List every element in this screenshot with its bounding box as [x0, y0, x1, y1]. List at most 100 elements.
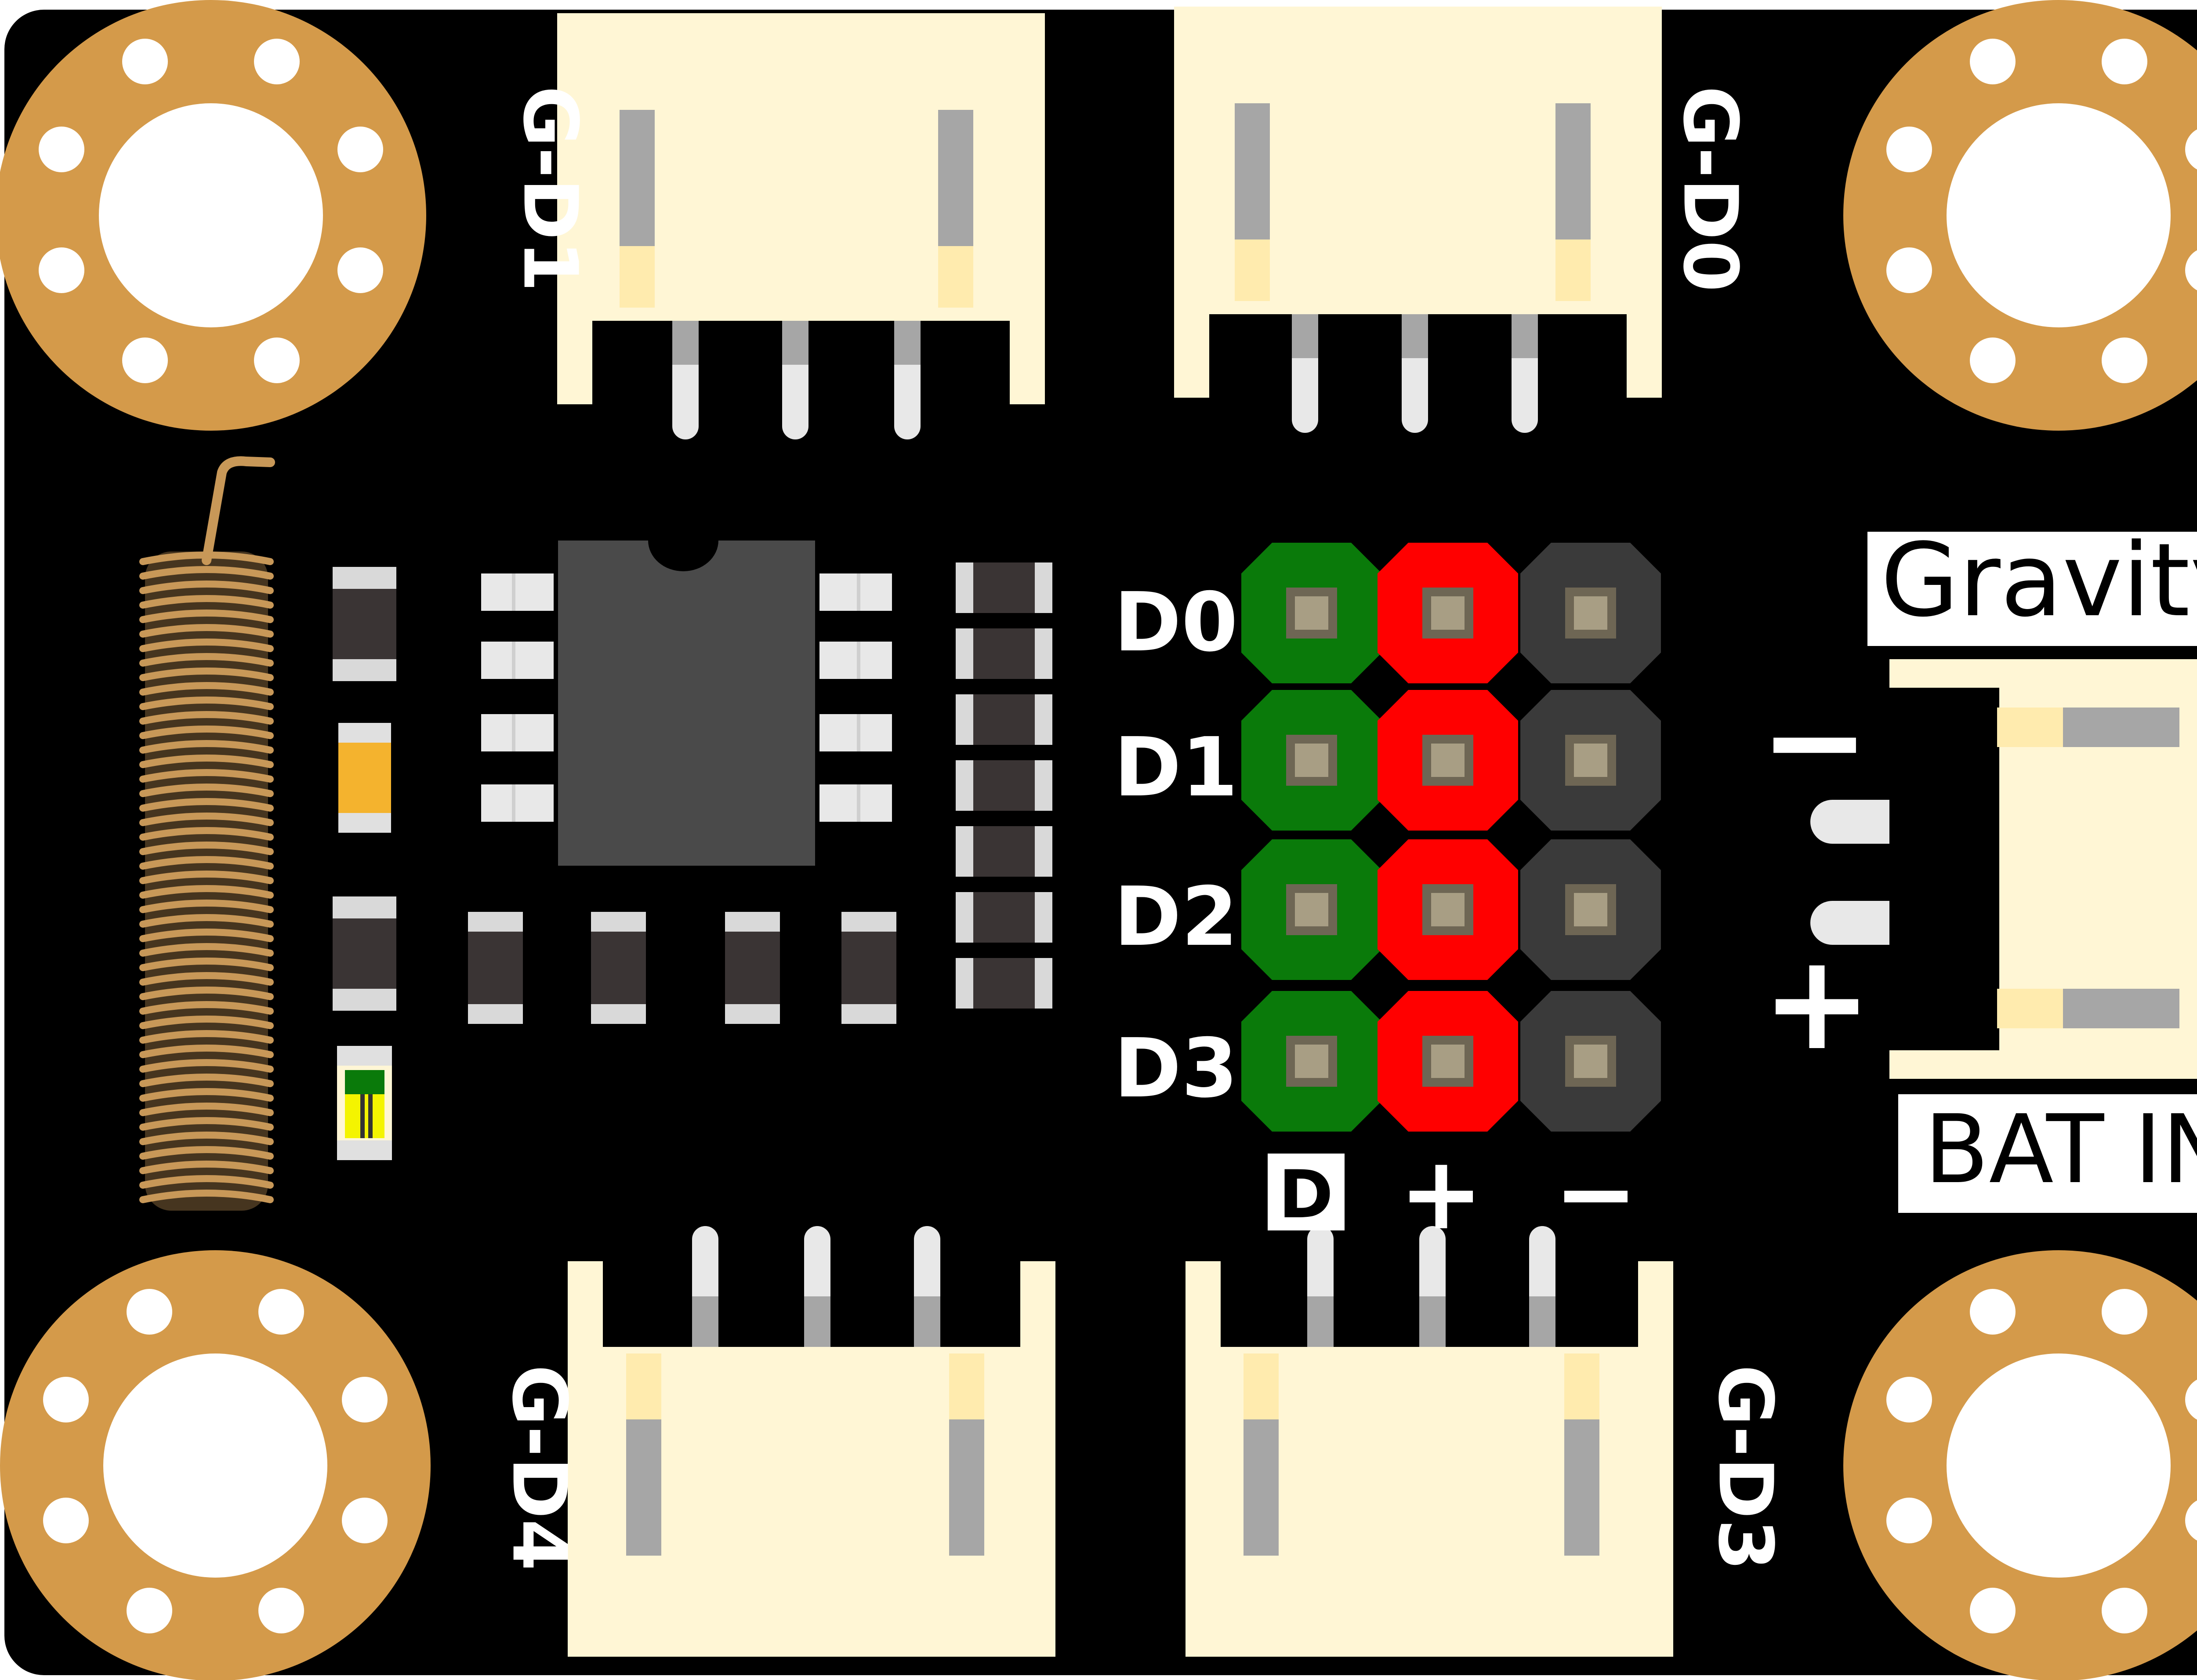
antenna-coil — [139, 1117, 274, 1131]
antenna-coil — [139, 726, 274, 739]
antenna-coil — [139, 813, 274, 826]
antenna-coil — [139, 1059, 274, 1073]
header-row-label-d1: D1 — [1114, 720, 1238, 815]
smd-resistor — [956, 562, 1052, 613]
mount-hole-bottom-right — [1843, 1250, 2197, 1680]
antenna-coil — [139, 1190, 274, 1203]
header-row-label-d3: D3 — [1114, 1021, 1238, 1116]
label-g-d0: G-D0 — [1667, 86, 1754, 292]
header-pin-power-d0 — [1378, 543, 1518, 683]
header-col-label-d: D — [1279, 1157, 1334, 1233]
connector-g-d1 — [557, 13, 1045, 439]
mount-hole-top-left — [0, 0, 426, 431]
label-g-d1: G-D1 — [507, 86, 594, 292]
antenna-coil — [139, 755, 274, 768]
antenna-coil — [139, 668, 274, 681]
mount-hole-bottom-left — [0, 1250, 431, 1680]
header-pin-power-d2 — [1378, 839, 1518, 980]
antenna-coil — [139, 581, 274, 594]
ic-chip — [481, 541, 892, 866]
antenna-coil — [139, 943, 274, 957]
antenna-coil — [139, 1001, 274, 1015]
header-pin-power-d3 — [1378, 991, 1518, 1132]
smd-resistor — [591, 912, 646, 1024]
smd-resistor — [956, 760, 1052, 811]
antenna-coil — [139, 682, 274, 696]
mount-hole-top-right — [1843, 0, 2197, 431]
antenna-coil — [139, 1161, 274, 1174]
connector-g-d4 — [568, 1226, 1055, 1657]
smd-capacitor-orange — [338, 723, 391, 833]
header-pin-signal-d0 — [1241, 543, 1382, 683]
header-pin-power-d1 — [1378, 690, 1518, 831]
smd-resistor — [841, 912, 896, 1024]
header-pin-signal-d2 — [1241, 839, 1382, 980]
smd-resistor-left-2 — [333, 896, 396, 1011]
spring-antenna — [139, 456, 275, 1211]
antenna-coil — [139, 653, 274, 667]
connector-g-d0 — [1174, 7, 1662, 433]
antenna-coil — [139, 697, 274, 710]
smd-resistor — [956, 628, 1052, 679]
header-pin-ground-d1 — [1520, 690, 1661, 831]
antenna-coil — [139, 1146, 274, 1160]
antenna-coil — [139, 1030, 274, 1044]
antenna-coil — [139, 1132, 274, 1145]
antenna-coil — [139, 842, 274, 855]
antenna-coil — [139, 1088, 274, 1102]
antenna-coil — [139, 914, 274, 928]
connector-g-d3 — [1186, 1226, 1673, 1657]
header-pin-ground-d3 — [1520, 991, 1661, 1132]
smd-resistor — [956, 892, 1052, 943]
antenna-coil — [139, 1045, 274, 1058]
antenna-coil — [139, 784, 274, 797]
header-pin-signal-d1 — [1241, 690, 1382, 831]
header-col-label-minus: − — [1554, 1135, 1639, 1252]
smd-resistor-array — [956, 562, 1052, 1009]
antenna-coil — [139, 1103, 274, 1116]
antenna-coil — [139, 639, 274, 652]
battery-connector — [1810, 659, 2197, 1079]
bat-in-label-box — [1898, 1094, 2197, 1213]
label-g-d4: G-D4 — [496, 1364, 583, 1571]
label-g-d3: G-D3 — [1702, 1364, 1789, 1571]
header-pin-ground-d2 — [1520, 839, 1661, 980]
smd-resistor — [725, 912, 780, 1024]
antenna-coil — [139, 740, 274, 754]
antenna-coil — [139, 958, 274, 971]
antenna-coil — [139, 1074, 274, 1087]
gravity-label-box — [1867, 532, 2197, 646]
smd-resistor-left-1 — [333, 567, 396, 681]
antenna-coil — [139, 929, 274, 942]
antenna-coil — [139, 827, 274, 841]
antenna-coil — [139, 566, 274, 580]
antenna-coil — [139, 595, 274, 609]
header-col-label-d-box — [1268, 1154, 1345, 1230]
pin-header-3x4 — [1241, 543, 1661, 1132]
antenna-coil — [139, 798, 274, 812]
antenna-coil — [139, 972, 274, 986]
antenna-coil — [139, 769, 274, 783]
smd-resistor — [956, 958, 1052, 1009]
bat-in-label: BAT IN — [1924, 1094, 2197, 1205]
antenna-coil — [139, 1175, 274, 1189]
power-minus-label: − — [1759, 664, 1870, 818]
power-plus-label: + — [1762, 926, 1872, 1079]
antenna-coil — [139, 711, 274, 725]
header-col-label-plus: + — [1399, 1135, 1484, 1252]
smd-resistor — [956, 826, 1052, 877]
smd-resistor-row — [468, 912, 896, 1024]
smd-resistor — [956, 694, 1052, 745]
pcb-board — [4, 10, 2197, 1675]
antenna-coil — [139, 856, 274, 870]
antenna-coil — [139, 610, 274, 623]
antenna-coil — [139, 624, 274, 638]
header-row-label-d2: D2 — [1114, 869, 1238, 964]
smd-led — [337, 1046, 392, 1160]
gravity-label: Gravity — [1881, 522, 2197, 639]
header-row-label-d0: D0 — [1114, 575, 1238, 670]
smd-resistor — [468, 912, 523, 1024]
antenna-coil — [139, 1016, 274, 1029]
antenna-coil — [139, 552, 274, 565]
